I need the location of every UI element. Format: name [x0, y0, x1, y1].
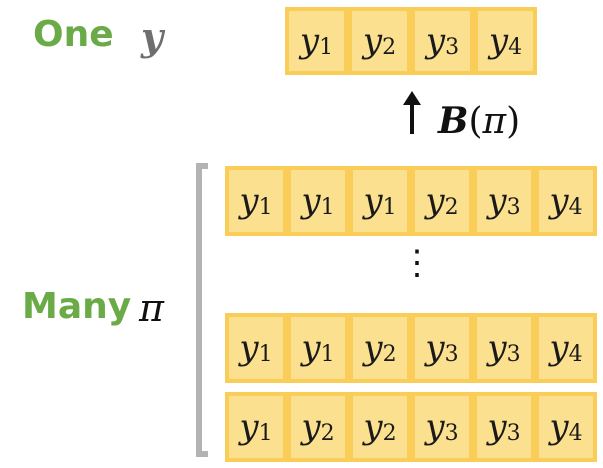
one-label: One: [33, 14, 114, 55]
up-arrow-head: [403, 91, 421, 105]
many-label: Many: [22, 286, 132, 327]
many-pi-symbol: π: [139, 286, 164, 330]
b-operator-label: B(π): [438, 100, 521, 142]
up-arrow-shaft: [410, 100, 414, 134]
vertical-ellipsis: ⋮: [400, 243, 434, 283]
many-bracket: [196, 163, 208, 457]
one-y-symbol: y: [141, 14, 164, 59]
